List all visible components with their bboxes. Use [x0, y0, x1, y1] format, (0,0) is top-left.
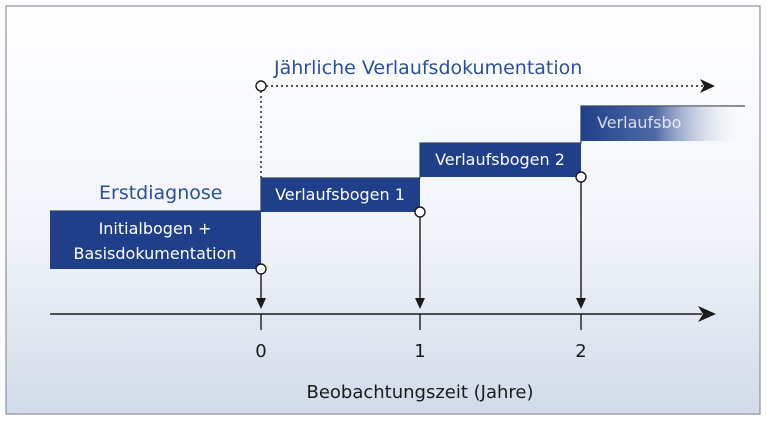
time-axis-arrow-head [698, 306, 716, 322]
axis-tick-label-1: 1 [414, 341, 425, 362]
initial-form-box [50, 211, 261, 269]
annual-arrow-head [700, 79, 715, 93]
drop-arrow-year-2 [576, 298, 586, 309]
axis-tick-label-0: 0 [255, 341, 266, 362]
drop-arrow-year-0 [256, 298, 266, 309]
annual-documentation-label: Jährliche Verlaufsdokumentation [273, 57, 582, 79]
event-marker-year-1 [414, 206, 426, 218]
follow-up-3-box [581, 106, 745, 141]
drop-arrow-year-1 [415, 298, 425, 309]
follow-up-3-label: Verlaufsbo [597, 113, 681, 132]
follow-up-2-box [420, 143, 581, 177]
axis-title: Beobachtungszeit (Jahre) [306, 382, 533, 403]
follow-up-1-box [261, 178, 420, 212]
follow-up-2-label: Verlaufsbogen 2 [435, 150, 565, 169]
initial-form-label-line1: Initialbogen + [99, 219, 212, 238]
first-diagnosis-label: Erstdiagnose [99, 182, 222, 204]
initial-form-label-line2: Basisdokumentation [73, 244, 236, 263]
follow-up-1-label: Verlaufsbogen 1 [275, 185, 405, 204]
axis-tick-label-2: 2 [575, 341, 586, 362]
event-marker-year-2 [575, 171, 587, 183]
annual-start-marker [255, 80, 267, 92]
event-marker-year-0 [255, 263, 267, 275]
